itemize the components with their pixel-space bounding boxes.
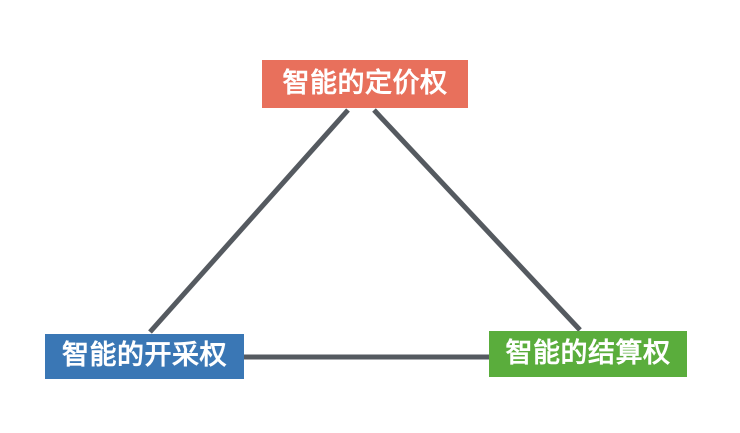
node-mining-label: 智能的开采权 [62,340,227,371]
node-mining[interactable]: 智能的开采权 [45,334,244,379]
connector-pricing-to-settlement [372,108,582,332]
node-pricing-label: 智能的定价权 [282,67,448,99]
node-settlement-label: 智能的结算权 [505,337,671,369]
node-pricing[interactable]: 智能的定价权 [262,60,468,108]
node-settlement[interactable]: 智能的结算权 [489,331,687,377]
connector-pricing-to-mining [148,108,350,334]
